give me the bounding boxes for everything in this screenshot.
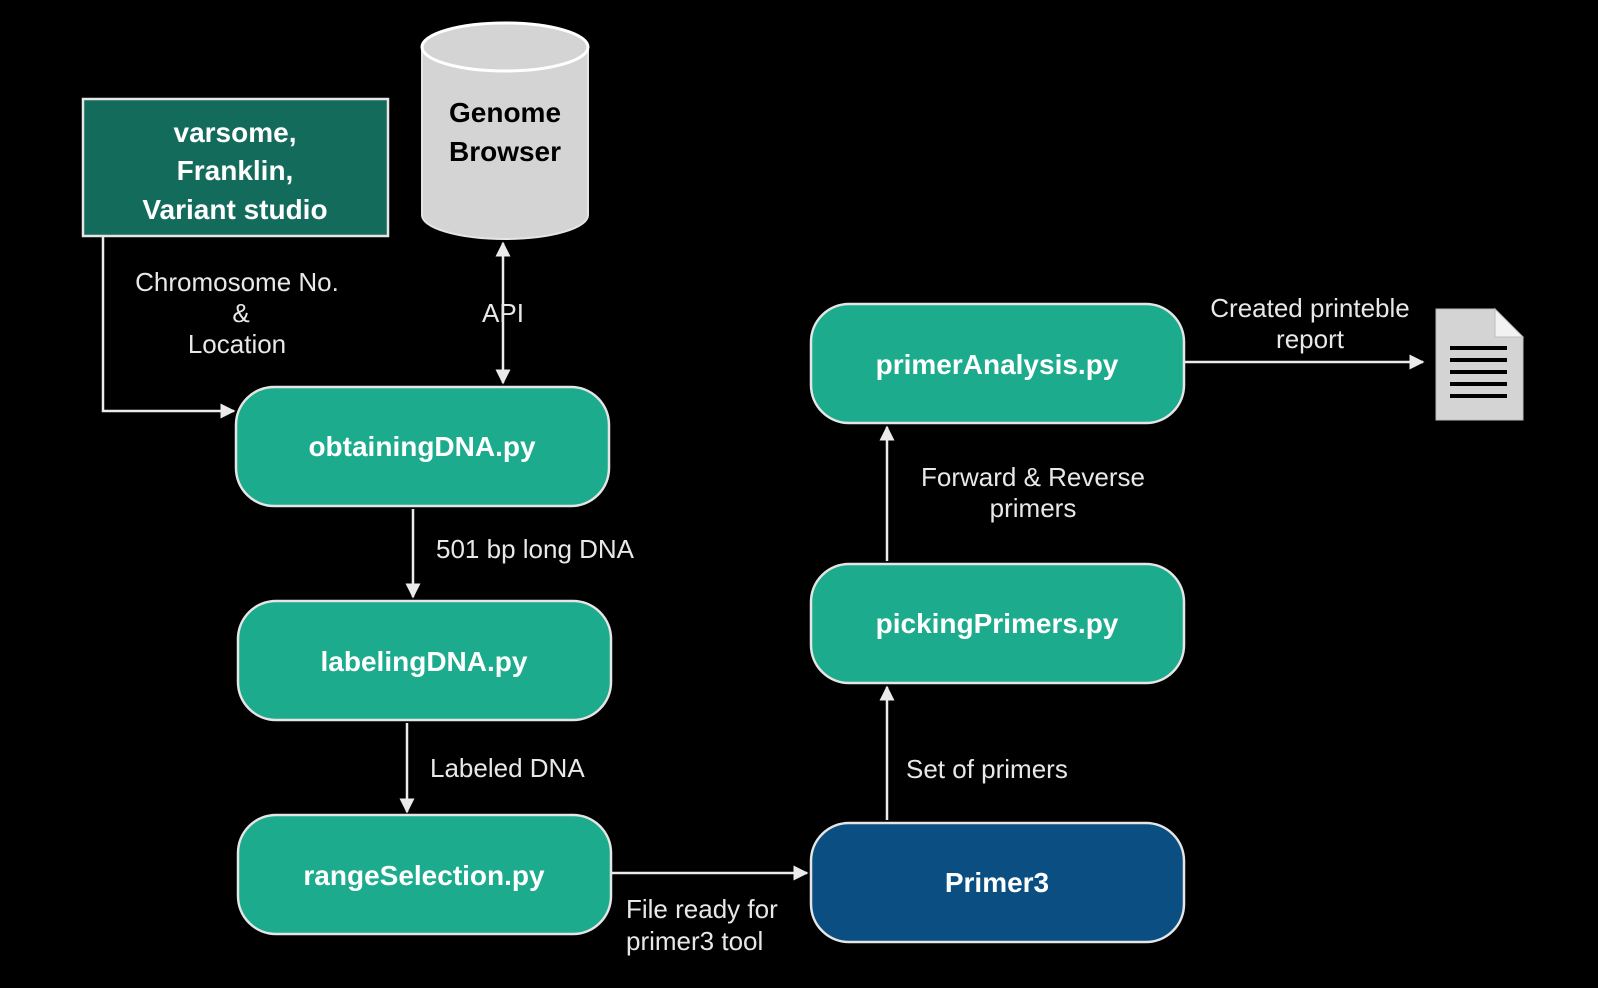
obtaining-dna-label: obtainingDNA.py [308, 431, 536, 462]
node-labeling-dna: labelingDNA.py [236, 599, 613, 722]
primer3-label: Primer3 [945, 867, 1049, 898]
labeling-dna-label: labelingDNA.py [321, 646, 528, 677]
report-line1: Created printeble [1210, 293, 1409, 323]
forward-reverse-line2: primers [990, 493, 1077, 523]
label-set-of-primers: Set of primers [906, 754, 1068, 784]
chromosome-line1: Chromosome No. [135, 267, 339, 297]
label-api: API [482, 298, 524, 328]
file-ready-line1: File ready for [626, 894, 778, 924]
label-file-ready: File ready for primer3 tool [626, 894, 778, 956]
node-primer-analysis: primerAnalysis.py [809, 302, 1186, 425]
edge-sources-to-obtaining [101, 236, 236, 419]
report-line2: report [1276, 324, 1345, 354]
label-forward-reverse: Forward & Reverse primers [921, 462, 1145, 523]
node-picking-primers: pickingPrimers.py [809, 562, 1186, 685]
label-chromosome: Chromosome No. & Location [135, 267, 339, 359]
chromosome-line3: Location [188, 329, 286, 359]
document-icon [1435, 307, 1525, 421]
sources-line3: Variant studio [142, 194, 327, 225]
database-cylinder-icon [420, 21, 590, 240]
genome-browser-line1: Genome [449, 97, 561, 128]
file-ready-line2: primer3 tool [626, 926, 763, 956]
sources-line2: Franklin, [177, 155, 294, 186]
forward-reverse-line1: Forward & Reverse [921, 462, 1145, 492]
label-labeled-dna: Labeled DNA [430, 753, 585, 783]
node-genome-browser: Genome Browser [420, 21, 590, 240]
picking-primers-label: pickingPrimers.py [876, 608, 1119, 639]
node-obtaining-dna: obtainingDNA.py [234, 385, 611, 508]
label-report: Created printeble report [1210, 293, 1409, 354]
genome-browser-line2: Browser [449, 136, 561, 167]
sources-line1: varsome, [174, 117, 297, 148]
label-501bp: 501 bp long DNA [436, 534, 635, 564]
primer-analysis-label: primerAnalysis.py [876, 349, 1119, 380]
node-range-selection: rangeSelection.py [236, 813, 613, 936]
node-sources: varsome, Franklin, Variant studio [81, 97, 390, 238]
node-primer3: Primer3 [809, 821, 1186, 944]
range-selection-label: rangeSelection.py [303, 860, 545, 891]
chromosome-line2: & [232, 298, 249, 328]
